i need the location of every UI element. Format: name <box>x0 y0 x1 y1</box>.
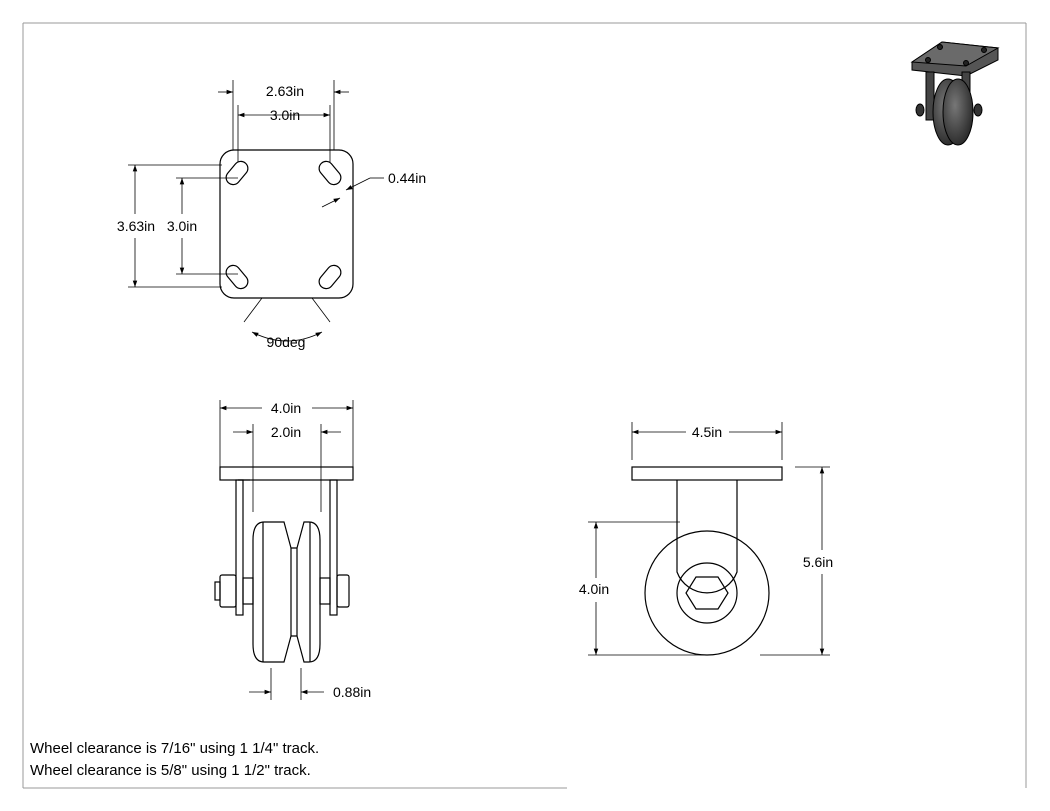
axle-nut <box>336 574 350 608</box>
dim-hole-spacing-y: 3.0in <box>167 218 197 234</box>
top-plate <box>631 466 783 481</box>
hex-nut <box>685 576 729 610</box>
axle-nut <box>219 574 237 608</box>
slot-hole <box>318 264 342 290</box>
dim-plate-width: 2.63in <box>266 83 304 99</box>
dim-tread-width: 0.88in <box>333 684 371 700</box>
fork <box>676 480 738 594</box>
top-view-plate <box>219 149 354 299</box>
dim-slot-width: 0.44in <box>388 170 426 186</box>
front-view-dimensions <box>219 400 354 700</box>
slot-hole <box>225 264 249 290</box>
side-view-dimensions <box>588 422 830 656</box>
slot-hole <box>318 160 342 186</box>
slot-hole <box>225 160 249 186</box>
dim-wheel-diameter: 4.0in <box>579 581 609 597</box>
caster-isometric-icon <box>910 41 1000 146</box>
wheel <box>644 530 770 656</box>
top-view-dimensions <box>128 80 384 342</box>
dim-angle: 90deg <box>267 334 306 350</box>
dim-side-plate-width: 4.5in <box>692 424 722 440</box>
note-line-2: Wheel clearance is 5/8" using 1 1/2" tra… <box>30 762 311 779</box>
dim-overall-height: 5.6in <box>803 554 833 570</box>
v-groove-wheel <box>252 521 321 663</box>
dim-plate-height: 3.63in <box>117 218 155 234</box>
top-plate <box>219 466 354 481</box>
drawing-frame <box>22 22 1027 789</box>
hub <box>676 562 738 624</box>
side-view-caster <box>631 466 783 656</box>
dim-inner-width: 2.0in <box>271 424 301 440</box>
note-line-1: Wheel clearance is 7/16" using 1 1/4" tr… <box>30 740 320 757</box>
dim-overall-width: 4.0in <box>271 400 301 416</box>
front-view-caster <box>214 466 354 663</box>
dim-hole-spacing-x: 3.0in <box>270 107 300 123</box>
